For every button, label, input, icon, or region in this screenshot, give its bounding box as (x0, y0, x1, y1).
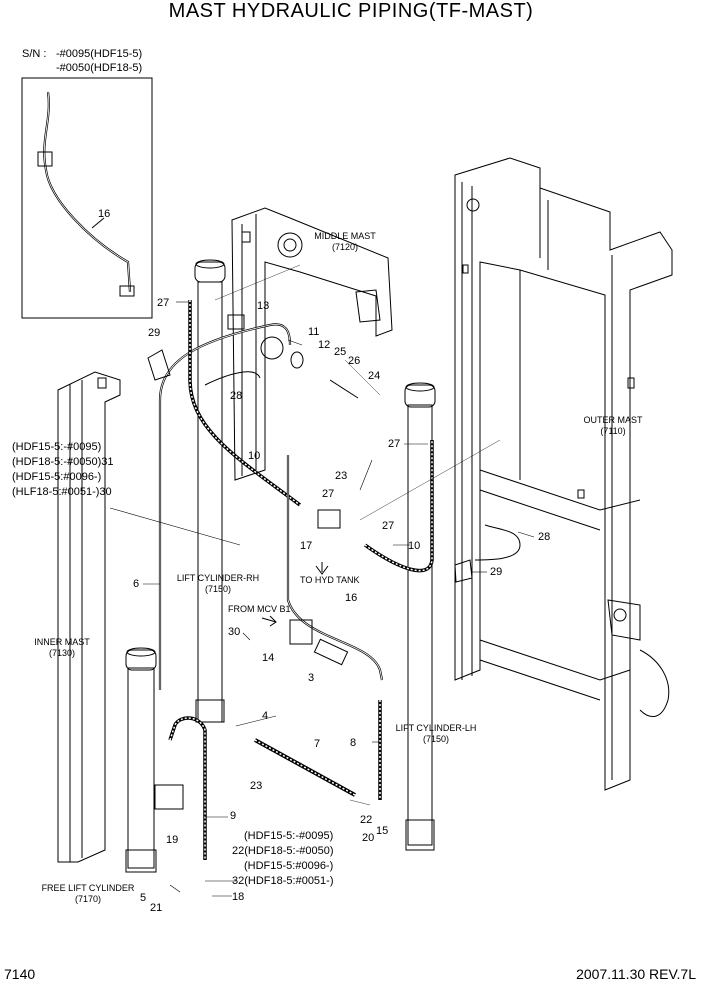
part-3: 3 (308, 672, 315, 684)
roller-11 (260, 336, 284, 360)
part-6: 6 (133, 578, 140, 590)
callout-bottom-1: (HDF15-5:-#0095) (244, 830, 334, 842)
serial-line-2: -#0050(HDF18-5) (56, 62, 143, 74)
part-27a: 27 (157, 297, 170, 309)
part-10b: 10 (408, 540, 421, 552)
inset-pipe-16 (43, 91, 132, 293)
block-17 (317, 509, 341, 529)
middle-mast-label: MIDDLE MAST (314, 231, 376, 241)
outer-mast-code: (7110) (600, 426, 626, 436)
callout-bottom-4: 32(HDF18-5:#0051-) (232, 875, 334, 887)
part-16: 16 (345, 592, 358, 604)
from-mcv-label: FROM MCV B1 (228, 604, 291, 614)
part-27d: 27 (382, 520, 395, 532)
inner-mast-code: (7130) (48, 648, 75, 658)
manifold-19 (154, 784, 184, 810)
callout-left-1: (HDF15-5:-#0095) (12, 441, 102, 453)
part-22: 22 (360, 814, 373, 826)
part-9: 9 (230, 810, 237, 822)
bolt-24 (329, 379, 359, 399)
part-30: 30 (228, 626, 241, 638)
fitting-3 (313, 638, 349, 666)
inner-mast-label: INNER MAST (34, 637, 90, 647)
part-13: 13 (257, 300, 270, 312)
spacer-12 (290, 351, 304, 369)
part-29b: 29 (490, 566, 503, 578)
part-7: 7 (314, 738, 321, 750)
part-14: 14 (262, 652, 275, 664)
part-10a: 10 (248, 450, 261, 462)
to-hyd-tank-label: TO HYD TANK (300, 575, 360, 585)
serial-line-1: -#0095(HDF15-5) (56, 48, 143, 60)
part-23a: 23 (335, 470, 348, 482)
outer-mast-label: OUTER MAST (583, 415, 643, 425)
callout-bottom-3: (HDF15-5:#0096-) (244, 860, 334, 872)
clamp-29a (147, 349, 171, 381)
callout-left-3: (HDF15-5:#0096-) (12, 471, 102, 483)
clip-28b (474, 524, 521, 561)
date-revision: 2007.11.30 REV.7L (576, 966, 696, 982)
middle-mast (231, 207, 393, 481)
inset-box (21, 77, 153, 319)
bracket-14 (289, 619, 313, 645)
lift-cylinder-lh-label: LIFT CYLINDER-LH (395, 723, 477, 733)
lift-cylinder-rh (194, 259, 226, 723)
part-5: 5 (140, 892, 147, 904)
part-21: 21 (150, 902, 163, 914)
part-26: 26 (348, 355, 361, 367)
clamp-29b (454, 559, 473, 583)
leader-lines (109, 301, 535, 897)
part-18: 18 (232, 891, 245, 903)
part-24: 24 (368, 370, 381, 382)
pipe-6 (158, 323, 292, 690)
part-17: 17 (300, 540, 313, 552)
clip-28a (204, 371, 261, 386)
part-4: 4 (262, 710, 269, 722)
outer-mast (454, 157, 673, 791)
part-8: 8 (350, 737, 357, 749)
arrow-hyd-tank (315, 562, 329, 575)
part-12: 12 (318, 339, 331, 351)
free-lift-cylinder-label: FREE LIFT CYLINDER (41, 883, 135, 893)
part-29a: 29 (148, 327, 161, 339)
free-lift-cylinder (125, 647, 157, 873)
part-28b: 28 (538, 531, 551, 543)
part-28a: 28 (230, 390, 243, 402)
callout-left-4: (HLF18-5:#0051-)30 (12, 486, 112, 498)
arrow-mcv (261, 615, 277, 627)
part-11: 11 (308, 326, 320, 338)
part-15: 15 (376, 825, 389, 837)
inner-mast (57, 371, 121, 863)
lift-cylinder-lh (404, 382, 436, 851)
part-25: 25 (334, 346, 347, 358)
lift-cylinder-rh-code: (7150) (204, 584, 231, 594)
page-title: MAST HYDRAULIC PIPING(TF-MAST) (168, 0, 534, 22)
part-27c: 27 (322, 488, 335, 500)
middle-mast-code: (7120) (331, 242, 358, 252)
lift-cylinder-lh-code: (7150) (422, 734, 449, 744)
page-number: 7140 (4, 966, 36, 982)
bushing-13 (227, 314, 245, 330)
part-20: 20 (362, 832, 375, 844)
free-lift-cylinder-code: (7170) (74, 894, 101, 904)
callout-bottom-2: 22(HDF18-5:-#0050) (232, 845, 334, 857)
part-19: 19 (166, 834, 179, 846)
part-16-inset: 16 (98, 208, 111, 220)
part-23b: 23 (250, 780, 263, 792)
part-27b: 27 (388, 438, 401, 450)
callout-left-2: (HDF18-5:-#0050)31 (12, 456, 114, 468)
hose-10-right (363, 440, 434, 573)
serial-label: S/N : (22, 48, 47, 60)
lift-cylinder-rh-label: LIFT CYLINDER-RH (176, 573, 260, 583)
